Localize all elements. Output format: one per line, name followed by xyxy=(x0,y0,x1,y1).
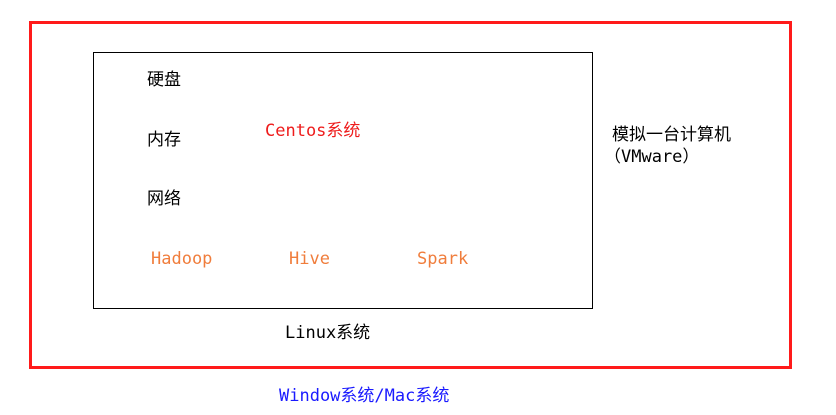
centos-title: Centos系统 xyxy=(265,121,361,141)
software-hadoop: Hadoop xyxy=(151,249,213,269)
vm-frame xyxy=(29,21,792,369)
software-hive: Hive xyxy=(289,249,330,269)
vm-title: 模拟一台计算机 xyxy=(612,125,731,145)
resource-network: 网络 xyxy=(147,189,181,209)
linux-label: Linux系统 xyxy=(285,323,371,343)
vm-subtitle: （VMware） xyxy=(604,147,700,167)
centos-frame xyxy=(93,52,593,309)
resource-memory: 内存 xyxy=(147,130,181,150)
host-os-label: Window系统/Mac系统 xyxy=(279,386,450,406)
resource-disk: 硬盘 xyxy=(147,70,181,90)
software-spark: Spark xyxy=(417,249,469,269)
